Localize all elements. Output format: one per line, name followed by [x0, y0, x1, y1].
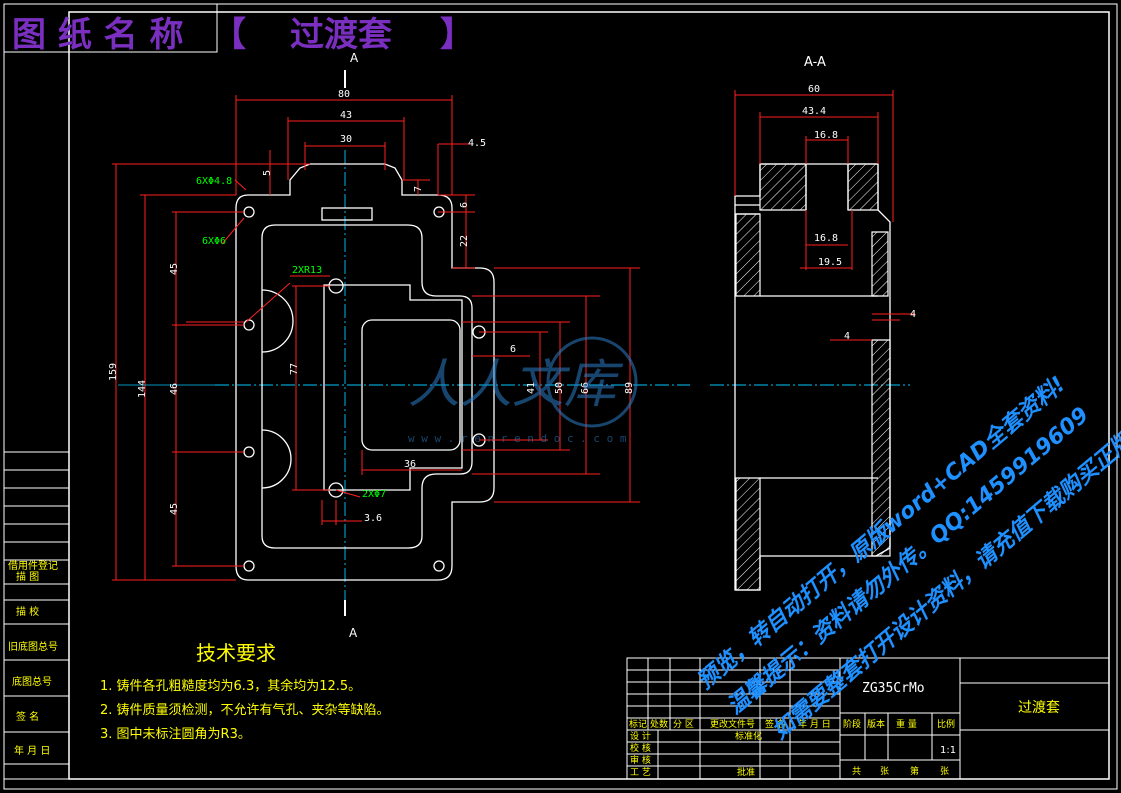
strip-row-base: 底图总号: [12, 675, 52, 688]
title-block-grid: [626, 657, 1110, 780]
dim-6-inner: 6: [510, 344, 516, 355]
section-dim-16-8-inner: 16.8: [814, 233, 838, 244]
section-dim-16-8-top: 16.8: [814, 130, 838, 141]
dim-5: 5: [262, 170, 273, 176]
drawing-title-part-name: 过渡套: [290, 15, 392, 55]
row-design: 设 计: [630, 730, 651, 742]
row-review: 校 核: [630, 742, 651, 754]
section-dim-19-5: 19.5: [818, 257, 842, 268]
dim-width-30: 30: [340, 134, 352, 145]
dim-46: 46: [169, 383, 180, 395]
promo-line-2: 温馨提示：资料请勿外传。QQ:1459919609: [723, 403, 1094, 720]
label-holes-2x7: 2XΦ7: [362, 489, 386, 500]
section-view-a-a: A-A: [710, 55, 915, 591]
left-strip-table: [3, 451, 70, 780]
dim-144: 144: [137, 380, 148, 398]
hdr-change-file: 更改文件号: [710, 718, 755, 730]
hdr-count: 处数: [650, 718, 668, 730]
tech-requirement-3: 3. 图中未标注圆角为R3。: [100, 727, 251, 742]
version-label: 版本: [867, 718, 885, 730]
strip-row-trace: 描 图: [16, 570, 39, 583]
dim-77: 77: [289, 363, 300, 375]
inner-border: [68, 11, 1110, 780]
weight-label: 重 量: [896, 718, 917, 730]
sheet-unit-2: 张: [940, 766, 949, 777]
hdr-sign: 签 名: [765, 718, 786, 730]
tech-requirement-2: 2. 铸件质量须检测，不允许有气孔、夹杂等缺陷。: [100, 702, 390, 718]
section-dim-43-4: 43.4: [802, 106, 826, 117]
strip-row-sign: 签 名: [16, 710, 39, 723]
row-audit: 审 核: [630, 754, 651, 766]
dim-41: 41: [526, 382, 537, 394]
drawing-title-bracket-open: 【: [212, 15, 246, 55]
cut-label-top: A: [350, 51, 359, 65]
title-scale: 1:1: [940, 745, 956, 756]
hdr-zone: 分 区: [673, 719, 694, 730]
dim-7: 7: [413, 186, 424, 192]
dim-66: 66: [580, 382, 591, 394]
drawing-title-bracket-close: 】: [440, 15, 474, 55]
dim-6: 6: [459, 202, 470, 208]
section-dim-60: 60: [808, 84, 820, 95]
stage-label: 阶段: [843, 718, 861, 730]
label-holes-6x4-8: 6XΦ4.8: [196, 176, 232, 187]
dim-4-5: 4.5: [468, 138, 486, 149]
dim-159: 159: [108, 363, 119, 381]
cut-label-bottom: A: [349, 626, 358, 640]
dim-width-43: 43: [340, 110, 352, 121]
sheet-number: 第: [910, 765, 919, 777]
dim-3-6: 3.6: [364, 513, 382, 524]
section-dim-4-right: 4: [910, 309, 916, 320]
strip-row-date: 年 月 日: [14, 744, 50, 757]
watermark-url: w w w . r e n r e n d o c . c o m: [408, 432, 627, 445]
row-approve: 批准: [737, 766, 755, 778]
dim-36: 36: [404, 459, 416, 470]
tech-requirements-heading: 技术要求: [196, 641, 276, 665]
strip-row-check: 描 校: [16, 605, 39, 618]
front-view: A A: [112, 51, 690, 640]
dim-45-top: 45: [169, 263, 180, 275]
row-standardize: 标准化: [735, 730, 762, 742]
dim-89: 89: [624, 382, 635, 394]
watermark: 人人文库 w w w . r e n r e n d o c . c o m: [408, 336, 638, 445]
label-holes-6x6: 6XΦ6: [202, 236, 226, 247]
hdr-mark: 标记: [629, 718, 647, 730]
strip-row-borrow: 借用件登记: [8, 559, 58, 572]
section-view-label: A-A: [804, 55, 826, 70]
dim-50: 50: [554, 382, 565, 394]
sheet-unit-1: 张: [880, 766, 889, 777]
strip-row-old-base: 旧底图总号: [8, 640, 58, 653]
title-drawing-name: 过渡套: [1018, 700, 1060, 716]
hdr-date: 年 月 日: [798, 718, 831, 730]
scale-label: 比例: [937, 718, 955, 730]
tech-requirement-1: 1. 铸件各孔粗糙度均为6.3，其余均为12.5。: [100, 678, 361, 694]
outer-border: [3, 3, 1118, 790]
section-dim-4-left: 4: [844, 331, 850, 342]
label-holes-2xr13: 2XR13: [292, 265, 322, 276]
sheet-total: 共: [852, 766, 861, 777]
watermark-logo-ring: [546, 336, 638, 428]
drawing-title-prefix: 图 纸 名 称: [12, 15, 184, 55]
row-process: 工 艺: [630, 767, 651, 778]
dim-22: 22: [459, 235, 470, 247]
watermark-brand: 人人文库: [408, 355, 624, 415]
dim-width-80: 80: [338, 89, 350, 100]
dim-45-bottom: 45: [169, 503, 180, 515]
title-material: ZG35CrMo: [862, 681, 925, 696]
title-label-box: [3, 3, 218, 53]
